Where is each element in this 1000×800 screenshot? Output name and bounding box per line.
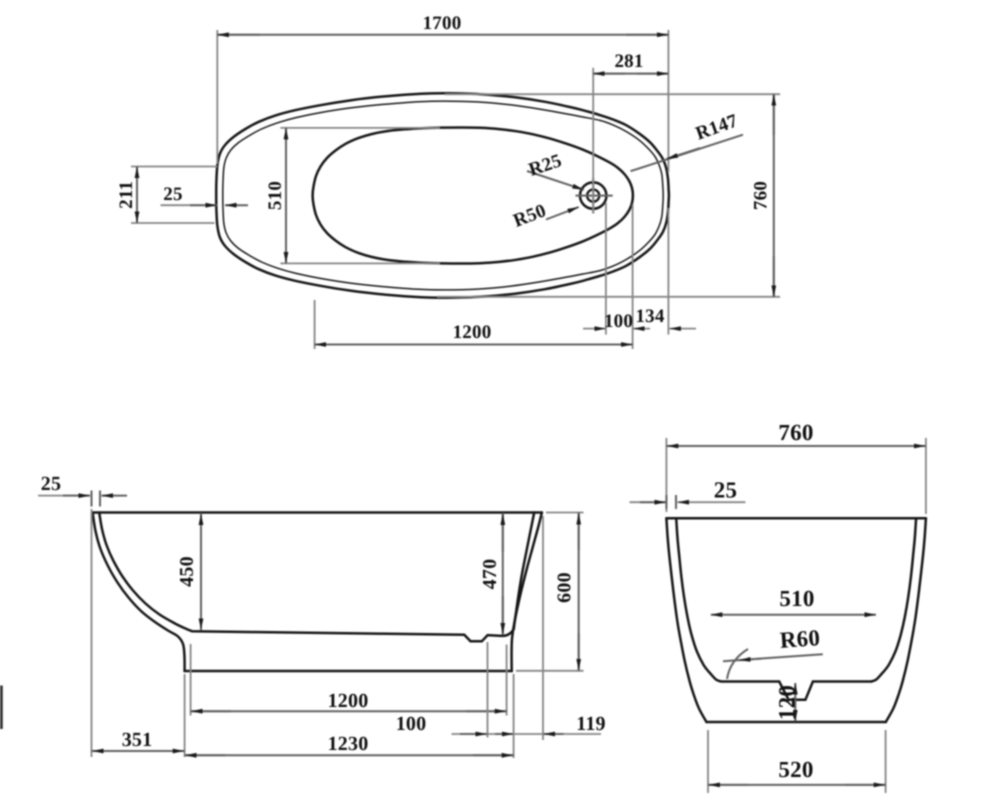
svg-text:100: 100 [604,311,633,332]
svg-text:25: 25 [163,184,182,205]
svg-text:600: 600 [554,572,576,603]
svg-text:120: 120 [775,685,800,720]
svg-text:25: 25 [41,473,61,495]
svg-text:1230: 1230 [328,733,369,755]
svg-text:520: 520 [778,757,813,782]
svg-text:100: 100 [396,713,427,735]
svg-text:R60: R60 [779,625,821,653]
svg-text:1200: 1200 [453,322,492,343]
svg-text:351: 351 [122,729,153,751]
svg-text:470: 470 [479,559,501,590]
svg-text:134: 134 [635,306,664,327]
svg-text:510: 510 [265,181,286,210]
svg-text:760: 760 [751,181,772,210]
svg-text:1200: 1200 [328,690,369,712]
svg-text:760: 760 [778,420,813,445]
svg-text:450: 450 [176,556,198,587]
svg-text:1700: 1700 [423,13,462,34]
svg-text:211: 211 [116,181,137,209]
svg-text:119: 119 [576,713,606,735]
svg-text:25: 25 [714,477,737,502]
svg-text:510: 510 [779,586,814,611]
svg-text:281: 281 [614,51,643,72]
